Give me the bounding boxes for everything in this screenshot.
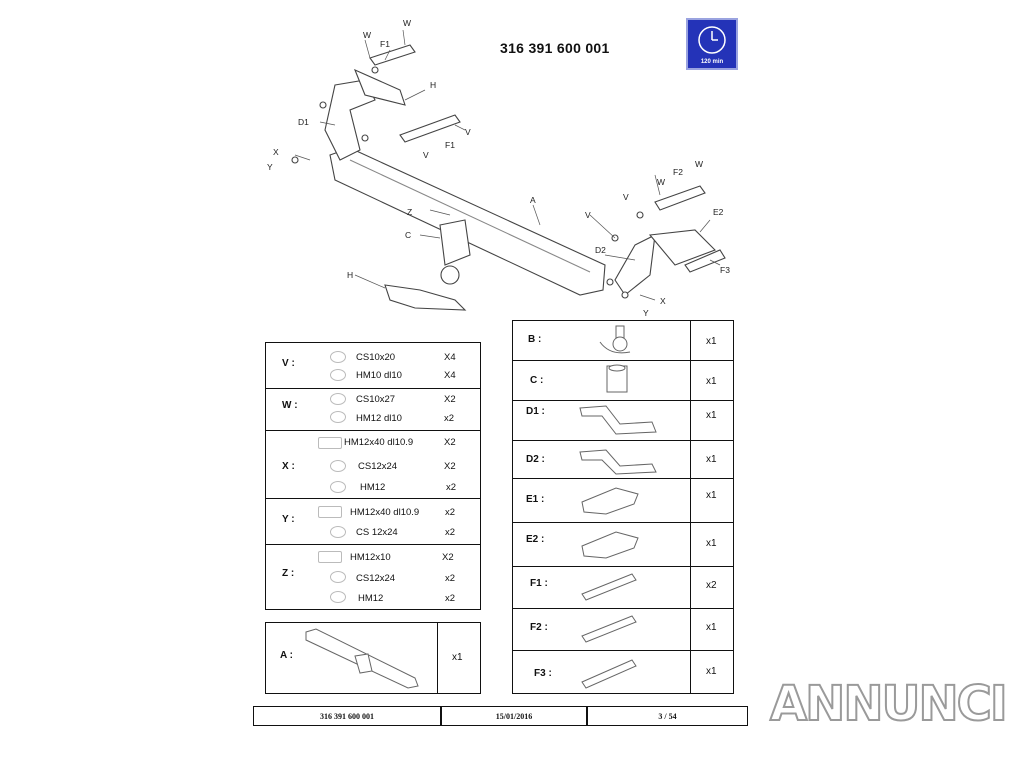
nut-icon <box>330 481 346 493</box>
footer-date: 15/01/2016 <box>441 706 587 726</box>
bolt-icon <box>318 506 342 518</box>
bracket-d1-thumbnail <box>579 405 657 435</box>
component-label-d1: D1 : <box>526 406 545 417</box>
component-qty-c: x1 <box>706 376 717 387</box>
diagram-callout: W <box>695 159 703 169</box>
bracket-e2-thumbnail <box>581 531 639 559</box>
component-qty-b: x1 <box>706 336 717 347</box>
diagram-callout: X <box>660 296 666 306</box>
plate-f1-top <box>369 44 416 66</box>
tow-ball-b-thumbnail <box>599 325 631 354</box>
bracket-d2-thumbnail <box>579 449 657 475</box>
diagram-callout: E2 <box>713 207 724 217</box>
component-label-d2: D2 : <box>526 454 545 465</box>
bracket-e2 <box>648 229 716 266</box>
component-label-b: B : <box>528 334 542 345</box>
component-qty-e2: x1 <box>706 538 717 549</box>
diagram-callout: Y <box>643 308 649 318</box>
bracket-d2 <box>614 234 656 296</box>
bracket-e1-thumbnail <box>581 487 639 515</box>
plate-f3-thumbnail <box>581 659 637 689</box>
annunci-watermark: ANNUNCI <box>769 675 1009 733</box>
diagram-callout: F3 <box>720 265 730 275</box>
diagram-callout: H <box>347 270 353 280</box>
washer-icon <box>330 460 346 472</box>
diagram-callout: F1 <box>445 140 455 150</box>
components-table <box>512 320 734 694</box>
diagram-callout: Z <box>407 207 412 217</box>
hardware-label-w: W : <box>282 400 298 411</box>
hitch-arm <box>384 284 467 311</box>
plate-f3 <box>684 249 726 273</box>
diagram-callout: C <box>405 230 411 240</box>
diagram-callout: A <box>530 195 536 205</box>
plate-f2 <box>654 185 706 211</box>
diagram-callout: F1 <box>380 39 390 49</box>
component-qty-d1: x1 <box>706 410 717 421</box>
part-number-title: 316 391 600 001 <box>500 40 610 56</box>
component-label-e1: E1 : <box>526 494 545 505</box>
component-qty-d2: x1 <box>706 454 717 465</box>
component-a-box <box>265 622 481 694</box>
diagram-callout: D1 <box>298 117 309 127</box>
hardware-label-z: Z : <box>282 568 295 579</box>
footer-part-number: 316 391 600 001 <box>253 706 441 726</box>
plate-f1-thumbnail <box>581 573 637 601</box>
clock-icon <box>698 26 726 54</box>
diagram-callout: V <box>465 127 471 137</box>
component-label-f1: F1 : <box>530 578 548 589</box>
component-qty-f2: x1 <box>706 622 717 633</box>
washer-icon <box>330 351 346 363</box>
component-qty-f1: x2 <box>706 580 717 591</box>
component-qty-e1: x1 <box>706 490 717 501</box>
plate-f2-thumbnail <box>581 615 637 643</box>
ball-holder-c <box>439 219 471 266</box>
diagram-callout: W <box>403 18 411 28</box>
diagram-callout: V <box>585 210 591 220</box>
hardware-label-x: X : <box>282 461 295 472</box>
nut-icon <box>330 591 346 603</box>
badge-text: 120 min <box>700 59 724 65</box>
plate-f1-mid <box>399 114 461 143</box>
diagram-callout: V <box>623 192 629 202</box>
component-label-c: C : <box>530 375 544 386</box>
component-label-f2: F2 : <box>530 622 548 633</box>
hardware-label-v: V : <box>282 358 295 369</box>
diagram-callout: H <box>430 80 436 90</box>
washer-icon <box>330 571 346 583</box>
bolt-icon <box>318 437 342 449</box>
diagram-callout: Y <box>267 162 273 172</box>
tow-ball-b <box>440 265 460 285</box>
nut-icon <box>330 369 346 381</box>
crossbar-a-thumbnail <box>305 628 419 689</box>
exploded-assembly-diagram: W W F1 H D1 V F1 V X Y Z C H A W F2 W V … <box>267 18 730 318</box>
component-label-f3: F3 : <box>534 668 552 679</box>
diagram-callout: D2 <box>595 245 606 255</box>
component-qty-f3: x1 <box>706 666 717 677</box>
installation-time-badge: 120 min <box>686 18 738 70</box>
diagram-callout: F2 <box>673 167 683 177</box>
hardware-label-y: Y : <box>282 514 295 525</box>
nut-icon <box>330 411 346 423</box>
footer-page: 3 / 54 <box>587 706 748 726</box>
bolt-icon <box>318 551 342 563</box>
diagram-callout: V <box>423 150 429 160</box>
ball-holder-c-thumbnail <box>606 364 628 393</box>
diagram-callout: W <box>657 177 665 187</box>
component-label-e2: E2 : <box>526 534 545 545</box>
component-a-qty: x1 <box>452 652 463 663</box>
washer-icon <box>330 526 346 538</box>
diagram-callout: X <box>273 147 279 157</box>
component-a-label: A : <box>280 650 293 661</box>
diagram-callout: W <box>363 30 371 40</box>
washer-icon <box>330 393 346 405</box>
hardware-table <box>265 342 481 610</box>
